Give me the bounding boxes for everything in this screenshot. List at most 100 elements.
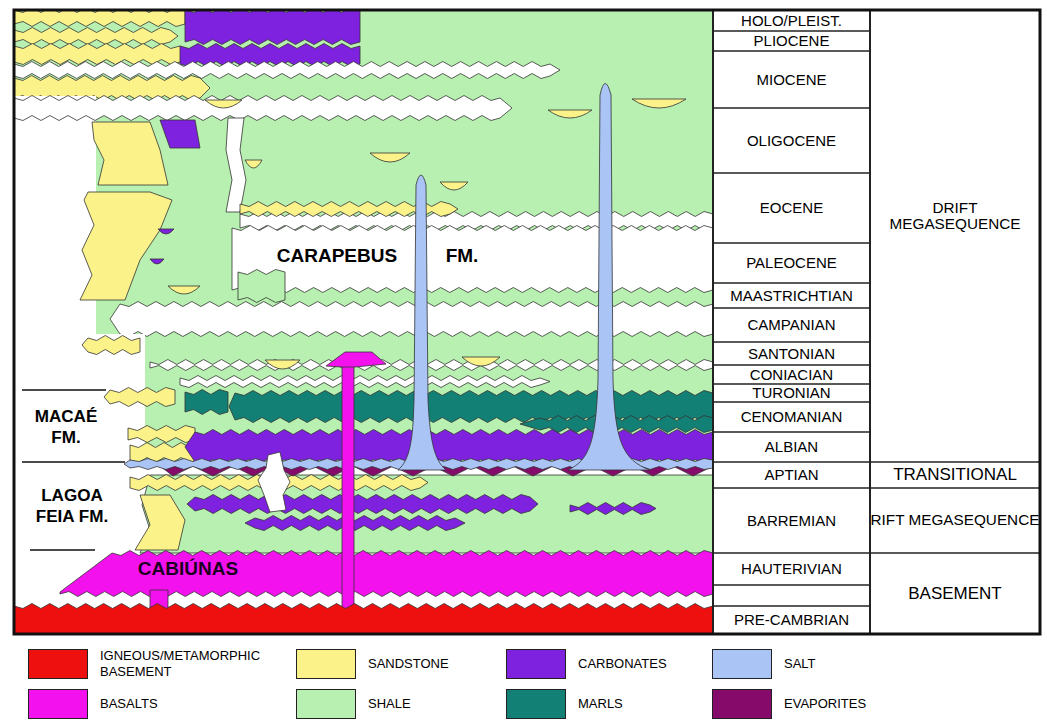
- formation-name: MACAÉ FM.: [20, 396, 112, 458]
- sandstone-layer: [128, 426, 195, 443]
- table-rule: [713, 30, 870, 32]
- sandstone-layer: [14, 28, 178, 45]
- table-rule: [713, 431, 870, 433]
- legend-swatch: [506, 649, 566, 679]
- formation-name: CABIÚNAS: [126, 556, 250, 582]
- table-rule: [713, 341, 870, 343]
- table-rule: [713, 605, 870, 607]
- sandstone-layer: [82, 336, 140, 355]
- table-rule: [713, 282, 870, 284]
- formation-name: LAGOA FEIA FM.: [20, 466, 124, 546]
- separator-line: [22, 389, 106, 391]
- table-rule: [712, 10, 714, 634]
- label-text: DRIFT MEGASEQUENCE: [870, 200, 1040, 232]
- marl-layer: [185, 390, 228, 415]
- label-text: PALEOCENE: [746, 255, 837, 271]
- time-table: [713, 10, 1040, 634]
- label-text: CENOMANIAN: [741, 409, 843, 425]
- sandstone-lens: [440, 182, 468, 190]
- legend-text: CARBONATES: [578, 656, 667, 672]
- carbonate-lens: [245, 516, 465, 531]
- label-text: CABIÚNAS: [138, 557, 238, 581]
- basalt-cap: [326, 352, 386, 367]
- sandstone-lens: [462, 357, 500, 366]
- sandstone-layer: [104, 388, 175, 407]
- sandstone-lens: [205, 100, 242, 108]
- turbidite-gap: [14, 96, 512, 121]
- legend-swatch: [296, 689, 356, 719]
- legend-text: BASALTS: [100, 696, 158, 712]
- age-cell: MIOCENE: [713, 51, 870, 108]
- legend-label-box: BASALTS: [100, 686, 290, 722]
- turbidite-gap: [110, 302, 713, 337]
- legend-text: SHALE: [368, 696, 411, 712]
- label-text: OLIGOCENE: [747, 133, 836, 149]
- label-text: MIOCENE: [756, 72, 826, 88]
- label-text: CAMPANIAN: [747, 317, 835, 333]
- sandstone-lens: [632, 99, 686, 108]
- shale-layer: [238, 270, 285, 303]
- sandstone-lens: [168, 286, 200, 294]
- label-text: HOLO/PLEIST.: [741, 13, 842, 29]
- separator-line: [30, 549, 95, 551]
- age-cell: CONIACIAN: [713, 365, 870, 384]
- legend-swatch: [712, 649, 772, 679]
- table-rule: [713, 461, 870, 463]
- legend-label-box: SALT: [784, 646, 914, 682]
- carbonate-lens: [570, 503, 656, 515]
- age-cell: HAUTERIVIAN: [713, 553, 870, 585]
- turbidite-gap: [180, 376, 550, 388]
- age-cell: CENOMANIAN: [713, 402, 870, 432]
- legend-text: IGNEOUS/METAMORPHIC BASEMENT: [100, 648, 290, 679]
- legend-swatch: [506, 689, 566, 719]
- label-text: PRE-CAMBRIAN: [734, 612, 849, 628]
- carbonate-lens: [187, 495, 538, 514]
- label-text: PLIOCENE: [754, 33, 830, 49]
- age-cell: CAMPANIAN: [713, 308, 870, 342]
- legend-text: MARLS: [578, 696, 623, 712]
- table-rule: [713, 401, 870, 403]
- section-illustration: [14, 10, 713, 634]
- table-rule: [713, 107, 870, 109]
- legend-label-box: SANDSTONE: [368, 646, 498, 682]
- sandstone-lens: [548, 110, 592, 118]
- legend-label-box: MARLS: [578, 686, 708, 722]
- legend-swatch: [28, 649, 88, 679]
- salt-diapir: [398, 175, 446, 470]
- table-rule: [713, 364, 870, 366]
- label-text: CONIACIAN: [750, 367, 833, 383]
- label-text: FM.: [446, 244, 479, 268]
- basement-layer: [14, 604, 713, 635]
- formation-name: CARAPEBUS: [262, 243, 412, 269]
- table-rule: [870, 487, 1040, 489]
- label-text: RIFT MEGASEQUENCE: [871, 512, 1040, 528]
- megasequence-cell: TRANSITIONAL: [870, 462, 1040, 488]
- chart-frame: [14, 10, 1040, 634]
- legend-text: SALT: [784, 656, 816, 672]
- table-rule: [870, 461, 1040, 463]
- table-rule: [713, 242, 870, 244]
- label-text: BASEMENT: [908, 585, 1002, 603]
- age-cell: PALEOCENE: [713, 243, 870, 283]
- legend-text: SANDSTONE: [368, 656, 449, 672]
- carbonate-block: [160, 120, 200, 148]
- table-rule: [713, 50, 870, 52]
- label-text: EOCENE: [760, 200, 823, 216]
- turbidite-gap: [14, 62, 560, 79]
- sandstone-lens: [245, 160, 262, 168]
- carbonate-layer: [185, 10, 360, 45]
- legend-label-box: SHALE: [368, 686, 498, 722]
- label-text: MACAÉ FM.: [20, 406, 112, 449]
- age-cell: HOLO/PLEIST.: [713, 10, 870, 31]
- sandstone-layer: [14, 44, 186, 65]
- label-text: APTIAN: [764, 467, 818, 483]
- legend-label-box: EVAPORITES: [784, 686, 914, 722]
- table-rule: [713, 584, 870, 586]
- legend-label-box: CARBONATES: [578, 646, 708, 682]
- label-text: MAASTRICHTIAN: [730, 288, 853, 304]
- table-rule: [713, 172, 870, 174]
- megasequence-cell: RIFT MEGASEQUENCE: [870, 488, 1040, 553]
- table-rule: [869, 10, 871, 634]
